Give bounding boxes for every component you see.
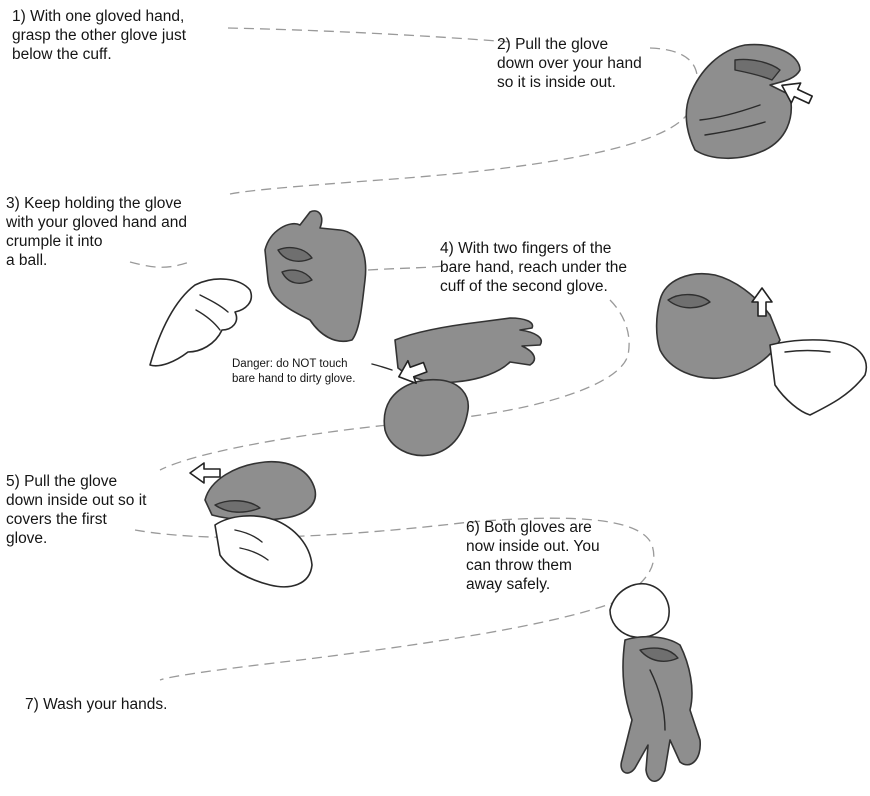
step4-fingers-under-cuff-illustration xyxy=(657,274,867,415)
step-4-text: 4) With two fingers of the bare hand, re… xyxy=(440,239,627,296)
step-6-text: 6) Both gloves are now inside out. You c… xyxy=(466,518,600,594)
step-1-text: 1) With one gloved hand, grasp the other… xyxy=(12,7,186,64)
step-2-text: 2) Pull the glove down over your hand so… xyxy=(497,35,642,92)
step3-pulled-glove-illustration xyxy=(384,318,541,456)
danger-warning-text: Danger: do NOT touch bare hand to dirty … xyxy=(232,357,355,387)
step5-pull-second-glove-illustration xyxy=(190,462,315,587)
step-7-text: 7) Wash your hands. xyxy=(25,695,167,714)
step6-inside-out-gloves-illustration xyxy=(610,584,700,782)
step-3-text: 3) Keep holding the glove with your glov… xyxy=(6,194,187,270)
danger-pointer xyxy=(372,364,392,370)
step2-hands-illustration xyxy=(686,45,815,159)
step-5-text: 5) Pull the glove down inside out so it … xyxy=(6,472,146,548)
